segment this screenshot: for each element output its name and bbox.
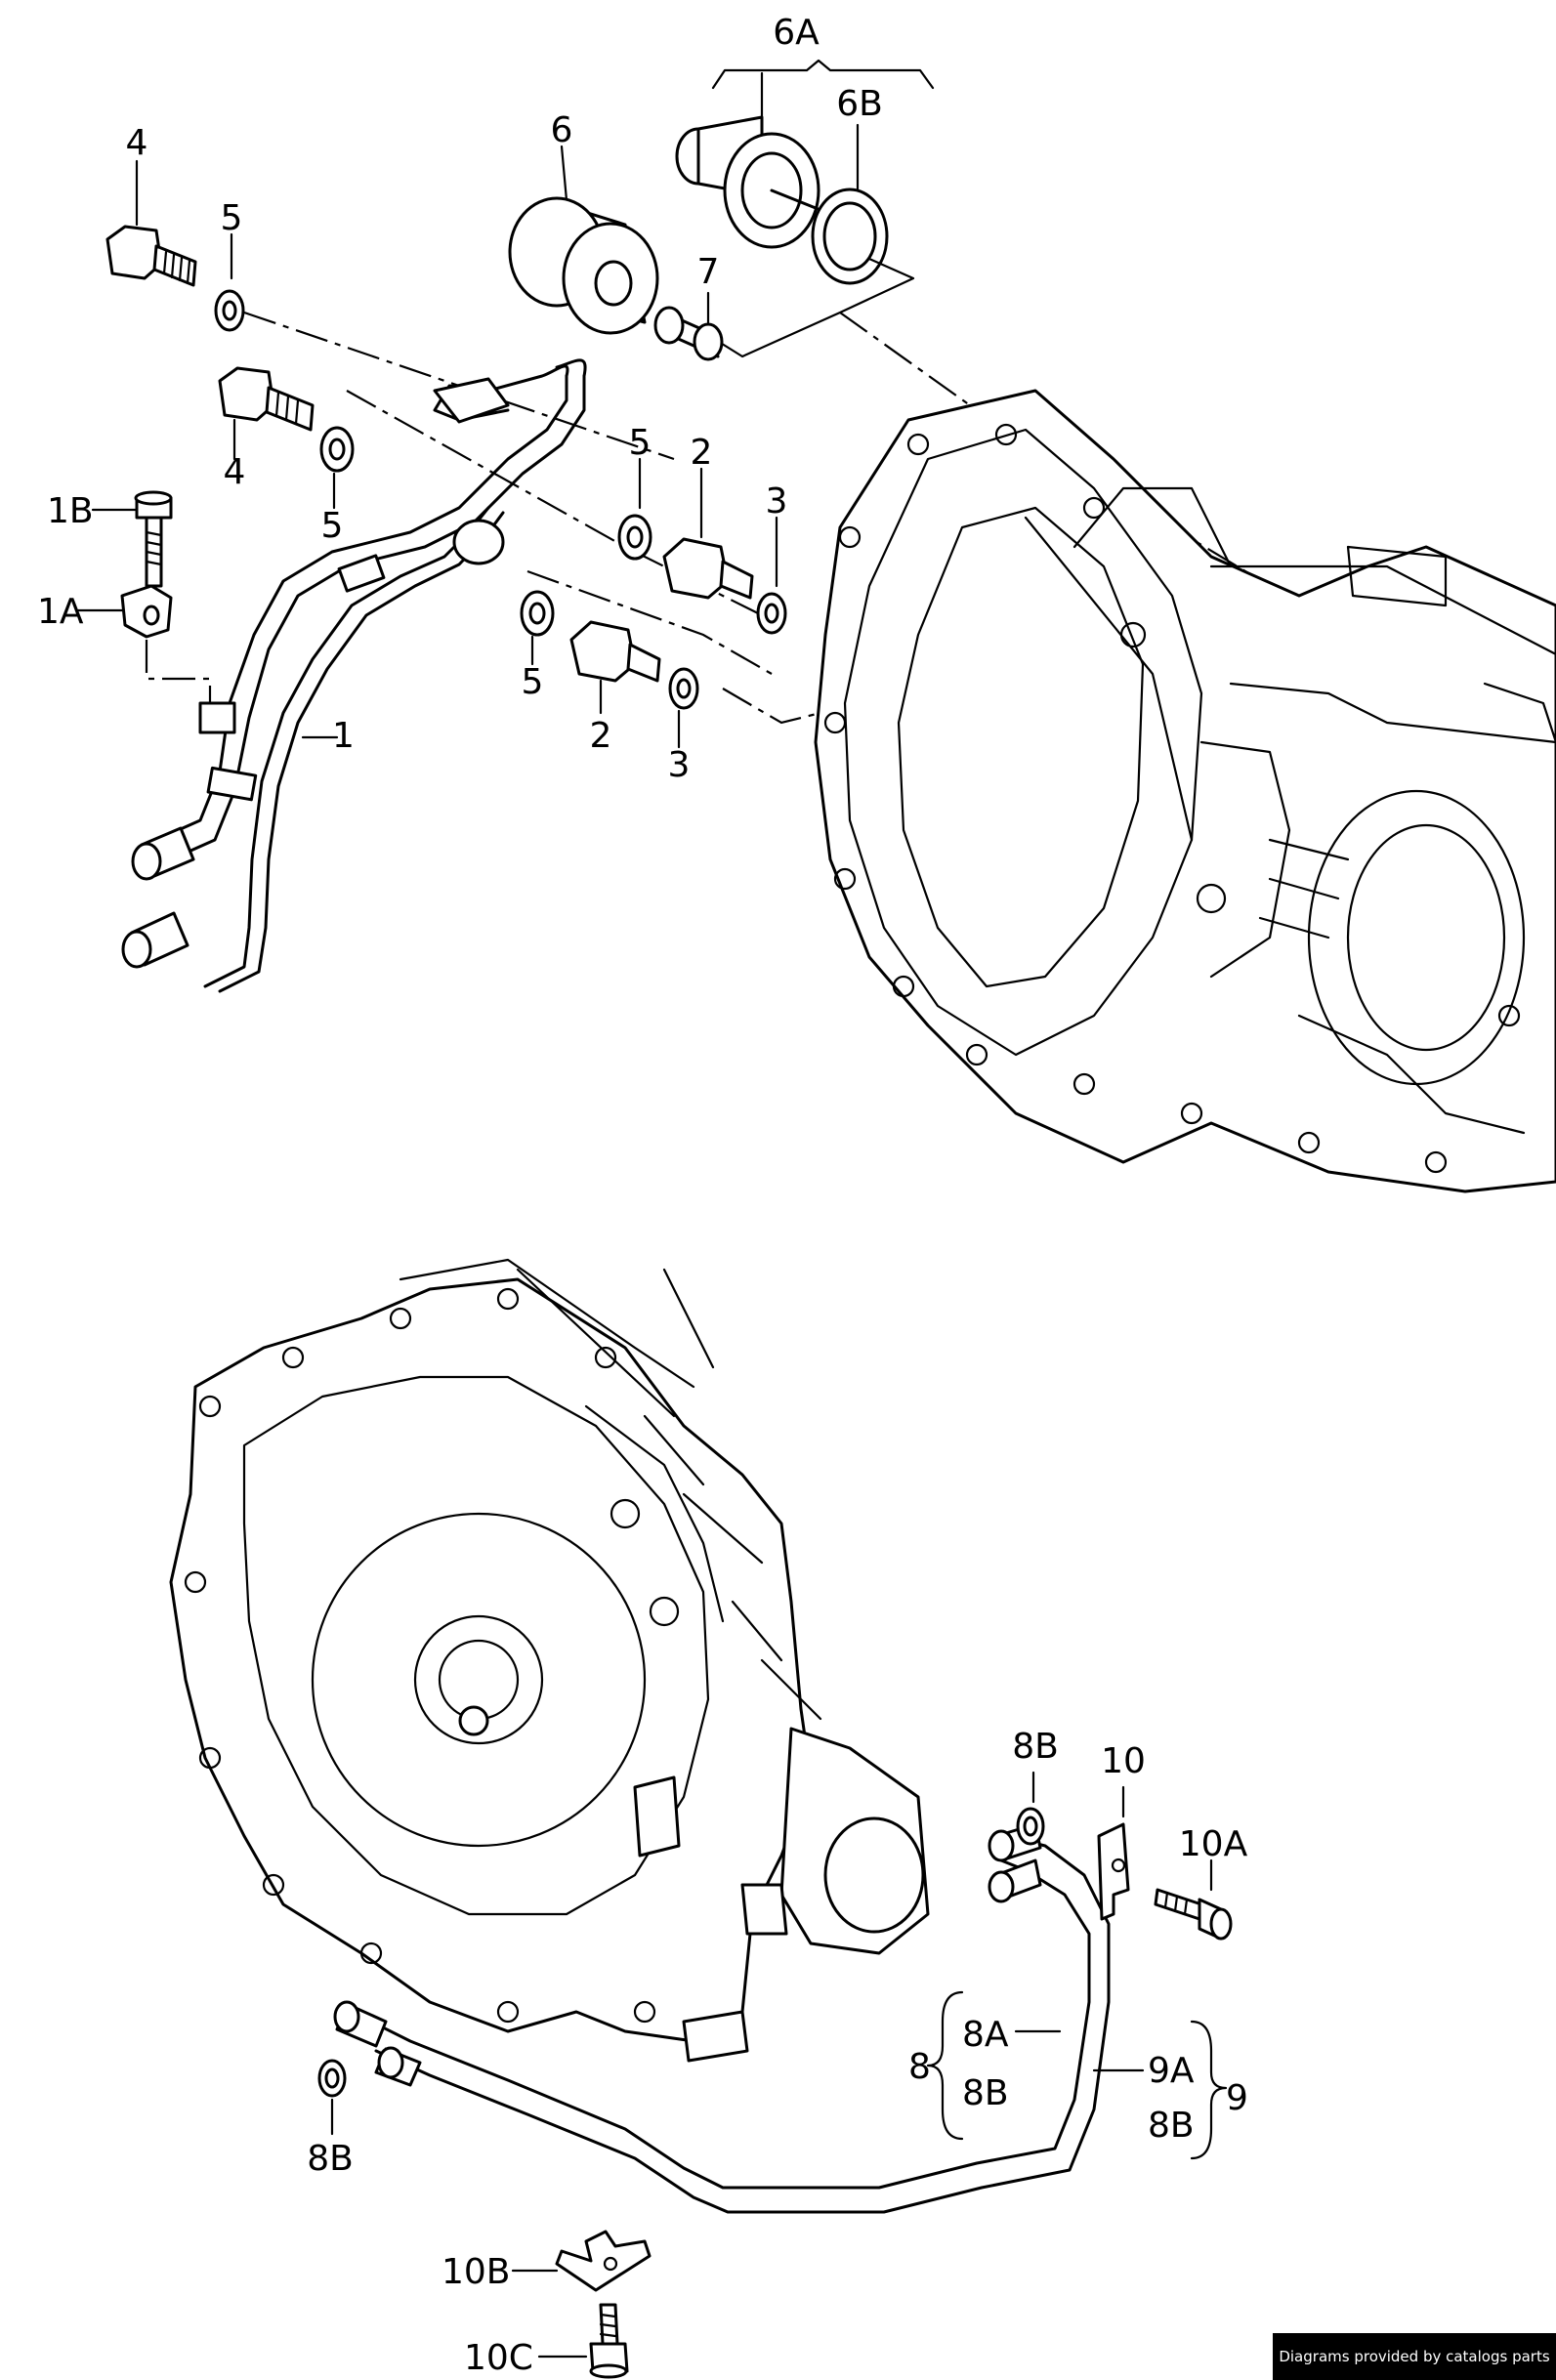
label-8B-brace: 8B [962,2073,1009,2113]
label-8B-left: 8B [307,2139,354,2179]
label-4-upper: 4 [126,123,148,163]
part-7-sleeve [653,291,724,361]
brace-9 [1092,2020,1228,2160]
label-5-4: 5 [522,662,544,702]
part-5-washer-3 [617,457,652,561]
part-6-bushing [508,145,659,335]
part-5-washer-4 [520,590,555,666]
part-3-washer-upper [756,516,787,635]
part-3-washer-lower [668,667,699,749]
credit-banner: Diagrams provided by catalogs parts [1273,2333,1556,2380]
part-9-pipe-end-left-upper [333,2000,388,2048]
part-1-pipe-end-lower [121,911,189,969]
part-1-pipe-end-upper [131,826,195,881]
part-2-fitting-lower [569,620,661,715]
label-8A: 8A [962,2015,1009,2055]
label-10: 10 [1101,1741,1146,1781]
label-2-upper: 2 [691,433,713,473]
label-1A: 1A [37,592,84,632]
part-10C-bolt [537,2303,629,2379]
label-10A: 10A [1179,1824,1248,1864]
label-1: 1 [332,716,355,756]
label-8B-right: 8B [1012,1727,1059,1767]
part-1A-clip [76,584,173,639]
label-6B: 6B [836,84,883,124]
label-8B-brace-9: 8B [1148,2106,1195,2146]
part-9-pipe-end-right-upper [988,1858,1042,1903]
part-10B-clip [511,2230,652,2292]
label-9A: 9A [1148,2051,1195,2091]
part-8B-oring-right [1016,1771,1045,1846]
part-2-fitting-upper [662,467,754,600]
label-1B: 1B [47,491,94,531]
part-10-clamp [1097,1785,1130,1921]
gearbox-housing-top [814,389,1556,1193]
label-2-lower: 2 [590,716,612,756]
label-10C: 10C [464,2338,533,2378]
gearbox-housing-bottom [169,1258,930,2063]
part-9-pipes [350,1834,1111,2214]
brace-8 [926,1990,1062,2141]
label-5-2: 5 [321,506,344,546]
label-6A: 6A [773,13,820,53]
part-1-pipes [154,358,587,993]
label-3-upper: 3 [766,481,788,522]
part-4-bolt-upper [105,159,197,287]
part-1B-bolt [91,490,173,588]
part-6A-plug [675,115,822,249]
part-4-bolt-lower [218,366,315,461]
part-6B-oring [701,123,915,358]
part-10A-bolt [1154,1858,1233,1941]
label-9: 9 [1226,2078,1248,2118]
label-10B: 10B [442,2252,511,2292]
label-4-lower: 4 [224,452,246,492]
label-7: 7 [697,252,720,292]
label-6: 6 [551,110,573,150]
part-9-pipe-end-left-lower [374,2046,422,2087]
part-8B-oring-left [317,2059,347,2136]
label-3-lower: 3 [668,745,691,785]
part-5-washer-2 [319,426,355,510]
label-5-1: 5 [221,198,243,238]
label-8: 8 [908,2047,931,2087]
part-5-washer-1 [214,232,245,332]
label-5-3: 5 [629,423,652,463]
